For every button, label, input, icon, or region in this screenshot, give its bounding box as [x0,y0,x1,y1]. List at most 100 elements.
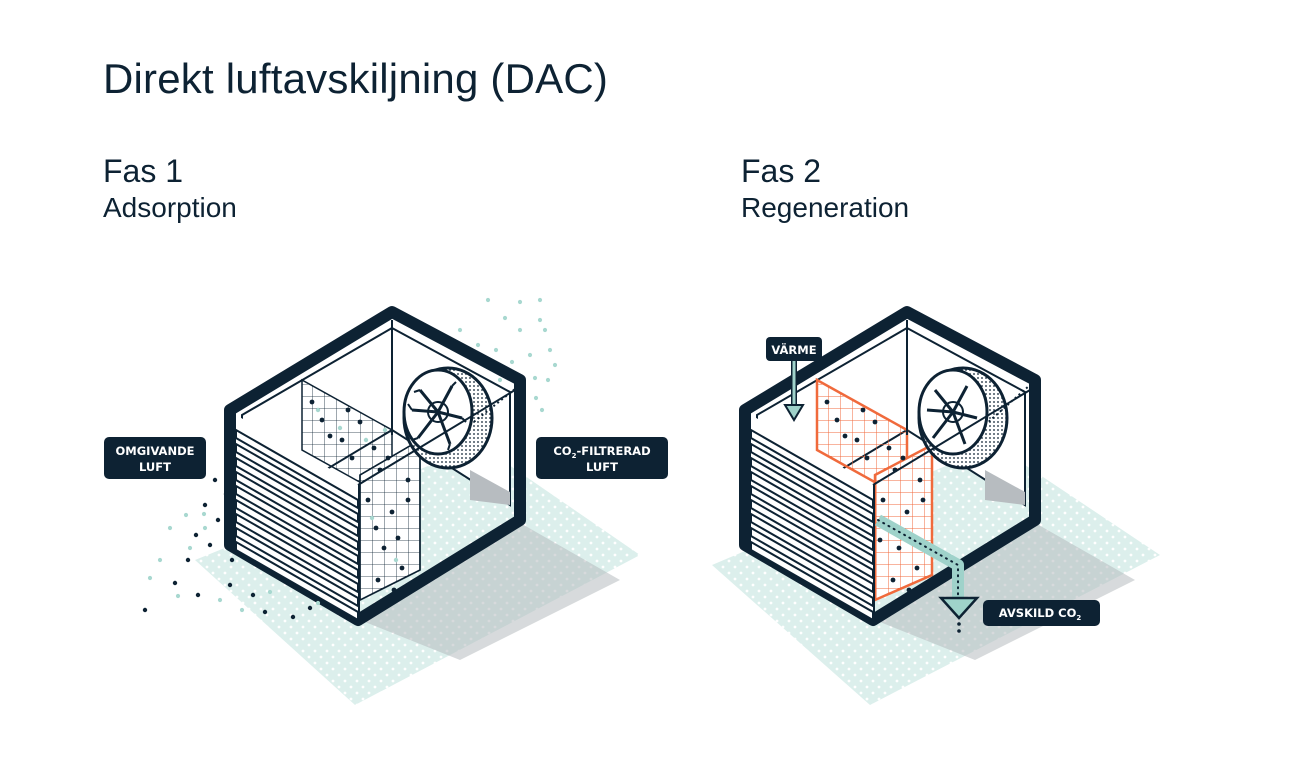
particle [193,532,199,538]
particle [309,399,315,405]
particle [357,419,363,425]
particle [195,592,201,598]
particle [475,342,481,348]
label-filtered-air: CO2-FILTRERAD LUFT [536,437,668,479]
particle [202,502,208,508]
filtered-air-dots [457,297,558,413]
particle [262,609,268,615]
particle [399,565,405,571]
particle [533,395,539,401]
label-captured-co2: AVSKILD CO2 [983,600,1100,626]
label-ambient-air: OMGIVANDE LUFT [104,437,206,479]
particle [485,297,491,303]
particle [382,427,388,433]
particle [172,580,178,586]
particle [229,557,235,563]
particle [509,359,515,365]
particle [267,589,273,595]
particle [371,445,377,451]
ground-shadow [195,445,640,705]
airflow-dotted [469,384,521,426]
page-title: Direkt luftavskiljning (DAC) [103,55,609,102]
phase1-diagram: OMGIVANDE LUFT CO2-FILTRERAD LUFT [104,297,668,705]
particle [393,557,399,563]
particle [842,433,848,439]
particle [389,509,395,515]
particle [375,577,381,583]
particle [217,597,223,603]
particle [545,377,551,383]
particle [223,491,229,497]
particle [537,317,543,323]
particle [212,477,218,483]
particle [497,377,503,383]
particle [227,582,233,588]
particle [345,407,351,413]
particle [920,497,926,503]
particle [337,425,343,431]
particle [167,525,173,531]
particle [183,512,189,518]
particle [187,545,193,551]
particle [517,299,523,305]
particle [880,497,886,503]
particle [239,607,245,613]
down-arrow-icon [938,596,980,620]
particle [147,575,153,581]
ambient-air-dots [142,477,321,620]
particle [502,315,508,321]
label-filtered-line2: LUFT [586,460,618,474]
particle [363,437,369,443]
particle [542,327,548,333]
wall-shade [470,470,510,505]
particle [517,327,523,333]
particle [917,477,923,483]
particle [904,509,910,515]
particle [339,437,345,443]
particle [860,407,866,413]
cube-shadow [360,520,620,660]
particle [405,477,411,483]
label-heat-text: VÄRME [771,342,816,357]
particle [201,511,207,517]
phase1-subtitle: Adsorption [103,192,237,223]
co2-molecule-dots [309,399,411,593]
particle [327,433,333,439]
particle [250,592,256,598]
particle [890,577,896,583]
particle [381,545,387,551]
particle [377,467,383,473]
particle [349,455,355,461]
particle [457,327,463,333]
particle [864,455,870,461]
particle [896,545,902,551]
particle [290,614,296,620]
particle [892,467,898,473]
particle [315,407,321,413]
particle [207,542,213,548]
phase1-title: Fas 1 [103,153,184,189]
particle [385,455,391,461]
particle [493,347,499,353]
particle [319,417,325,423]
particle [914,565,920,571]
label-captured-co2-text: AVSKILD CO2 [999,606,1082,622]
particle [175,593,181,599]
particle [142,607,148,613]
particle [365,497,371,503]
particle [185,557,191,563]
particle [906,587,912,593]
particle [824,399,830,405]
particle [202,525,208,531]
particle [537,297,543,303]
down-arrow-icon [783,404,805,422]
particle [405,497,411,503]
phase2-title: Fas 2 [741,153,822,189]
co2-output-path [875,514,980,633]
particle [877,537,883,543]
label-heat: VÄRME [766,337,822,422]
particle [373,525,379,531]
particle [527,352,533,358]
louver-slats-2 [745,428,874,622]
